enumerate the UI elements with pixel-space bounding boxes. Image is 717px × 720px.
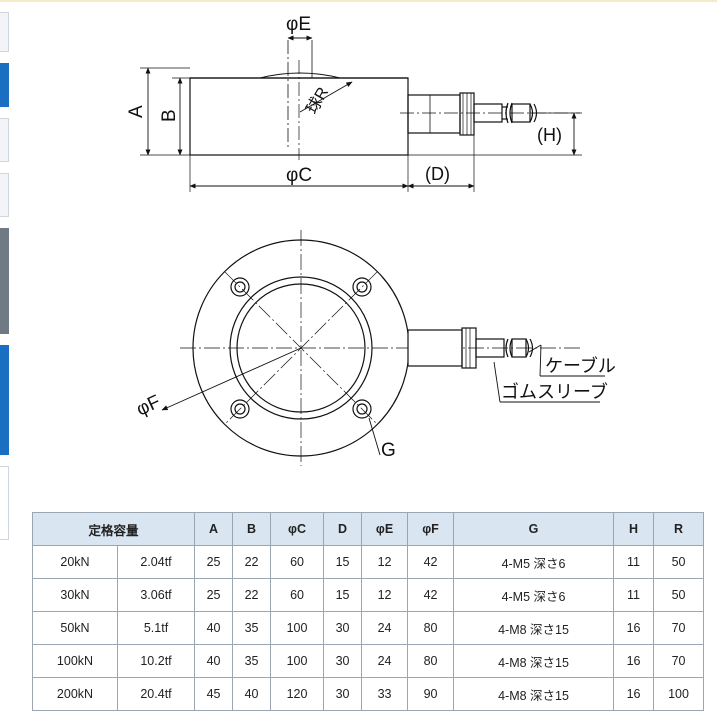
cell-A: 40 — [194, 644, 234, 678]
cell-D: 30 — [323, 611, 363, 645]
cell-kn: 200kN — [32, 677, 118, 711]
header-B: B — [232, 512, 272, 546]
cell-H: 11 — [613, 578, 655, 612]
cell-R: 50 — [653, 578, 705, 612]
label-sphere-R: 球R — [303, 84, 332, 117]
label-D: (D) — [425, 164, 450, 184]
cell-tf: 5.1tf — [116, 611, 196, 645]
side-tab-2[interactable] — [0, 63, 9, 107]
label-G: G — [381, 440, 396, 461]
cell-R: 50 — [653, 545, 705, 579]
header-H: H — [613, 512, 655, 546]
cell-A: 25 — [194, 578, 234, 612]
cell-phiC: 100 — [270, 644, 325, 678]
cell-D: 15 — [323, 545, 363, 579]
cell-phiC: 60 — [270, 578, 325, 612]
side-tab-6[interactable] — [0, 345, 9, 455]
header-G: G — [453, 512, 615, 546]
side-view — [140, 35, 582, 192]
cell-B: 35 — [232, 611, 272, 645]
cell-phiE: 24 — [361, 644, 409, 678]
cell-phiF: 42 — [407, 545, 455, 579]
cell-B: 40 — [232, 677, 272, 711]
cell-A: 40 — [194, 611, 234, 645]
side-tab-7[interactable] — [0, 466, 9, 540]
label-B: B — [159, 109, 180, 122]
header-R: R — [653, 512, 705, 546]
label-A: A — [126, 105, 147, 118]
cell-phiE: 24 — [361, 611, 409, 645]
cell-D: 30 — [323, 677, 363, 711]
header-phiC: φC — [270, 512, 325, 546]
label-phiE: φE — [286, 14, 311, 35]
cell-H: 11 — [613, 545, 655, 579]
cell-B: 35 — [232, 644, 272, 678]
cell-tf: 10.2tf — [116, 644, 196, 678]
cell-R: 100 — [653, 677, 705, 711]
cell-G: 4-M5 深さ6 — [453, 545, 615, 579]
header-D: D — [323, 512, 363, 546]
cell-phiF: 80 — [407, 644, 455, 678]
cell-phiF: 80 — [407, 611, 455, 645]
cell-kn: 50kN — [32, 611, 118, 645]
header-A: A — [194, 512, 234, 546]
cell-A: 45 — [194, 677, 234, 711]
label-rubber-sleeve: ゴムスリーブ — [501, 381, 608, 402]
side-tab-1[interactable] — [0, 12, 9, 52]
cell-phiC: 120 — [270, 677, 325, 711]
cell-phiE: 33 — [361, 677, 409, 711]
header-phiE: φE — [361, 512, 409, 546]
cell-D: 15 — [323, 578, 363, 612]
label-phiC: φC — [286, 165, 312, 186]
cell-G: 4-M8 深さ15 — [453, 611, 615, 645]
header-phiF: φF — [407, 512, 455, 546]
cell-tf: 2.04tf — [116, 545, 196, 579]
cell-H: 16 — [613, 644, 655, 678]
cell-R: 70 — [653, 611, 705, 645]
header-rated-capacity: 定格容量 — [31, 512, 196, 546]
cell-phiC: 100 — [270, 611, 325, 645]
top-view — [161, 230, 605, 466]
side-tab-3[interactable] — [0, 118, 9, 162]
cell-phiC: 60 — [270, 545, 325, 579]
cell-A: 25 — [194, 545, 234, 579]
cell-G: 4-M8 深さ15 — [453, 644, 615, 678]
cell-phiF: 42 — [407, 578, 455, 612]
cell-kn: 30kN — [32, 578, 118, 612]
side-tab-5[interactable] — [0, 228, 9, 334]
cell-H: 16 — [613, 611, 655, 645]
label-H: (H) — [537, 125, 562, 145]
cell-phiF: 90 — [407, 677, 455, 711]
label-phiF: φF — [133, 391, 164, 420]
cell-R: 70 — [653, 644, 705, 678]
cell-D: 30 — [323, 644, 363, 678]
cell-phiE: 12 — [361, 545, 409, 579]
cell-B: 22 — [232, 545, 272, 579]
cell-kn: 20kN — [32, 545, 118, 579]
cell-B: 22 — [232, 578, 272, 612]
side-tab-4[interactable] — [0, 173, 9, 217]
cell-phiE: 12 — [361, 578, 409, 612]
label-cable: ケーブル — [545, 355, 616, 376]
top-rule — [0, 0, 717, 2]
cell-G: 4-M5 深さ6 — [453, 578, 615, 612]
cell-H: 16 — [613, 677, 655, 711]
table-header-row: 定格容量 A B φC D φE φF G H R — [31, 512, 705, 546]
load-cell-drawing: φE A B 球R φC (D) (H) — [126, 14, 616, 466]
cell-tf: 20.4tf — [116, 677, 196, 711]
cell-G: 4-M8 深さ15 — [453, 677, 615, 711]
cell-kn: 100kN — [32, 644, 118, 678]
cell-tf: 3.06tf — [116, 578, 196, 612]
